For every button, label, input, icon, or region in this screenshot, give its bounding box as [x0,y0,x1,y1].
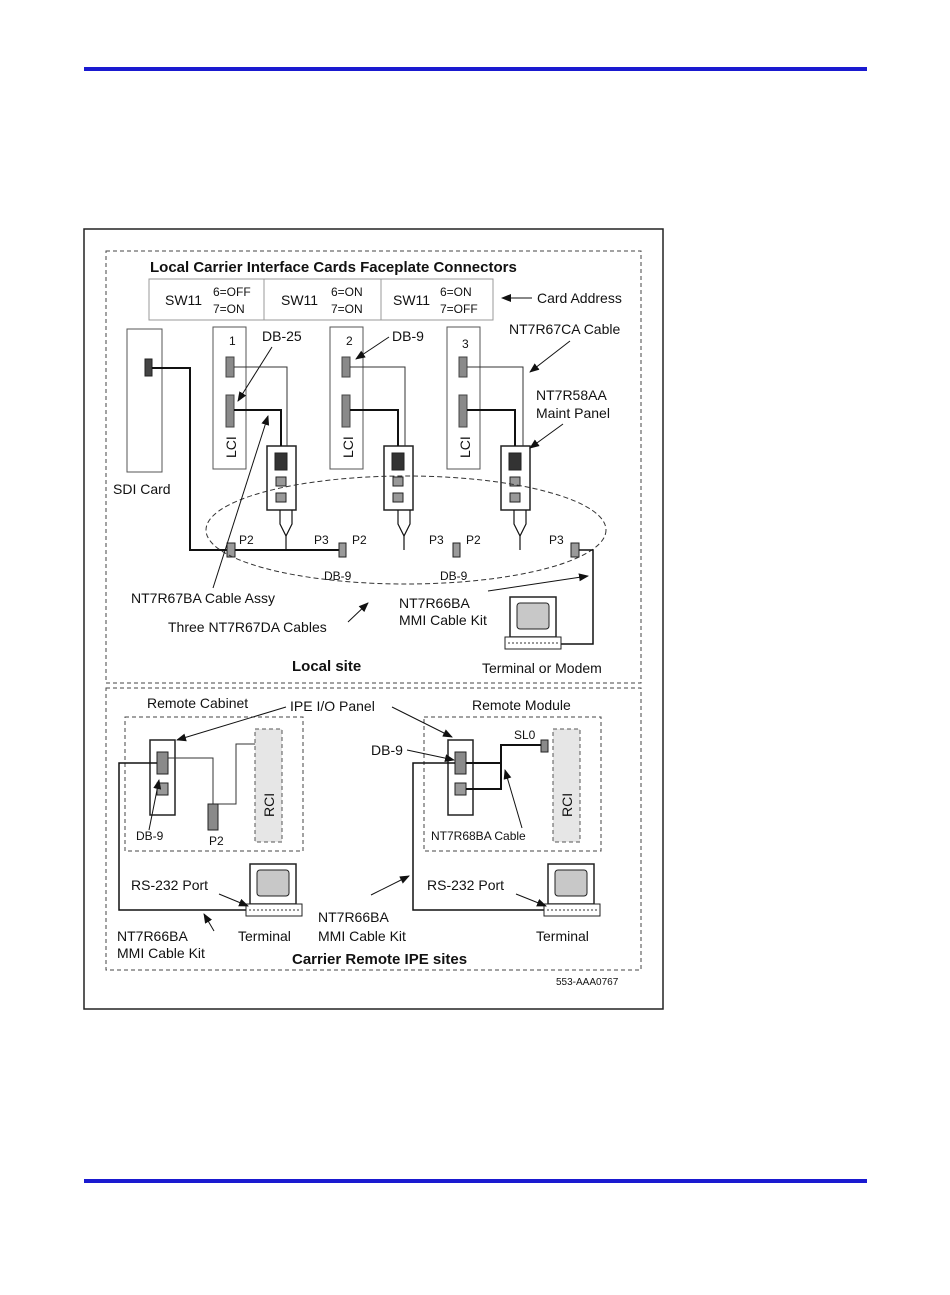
lci-3-db9 [458,356,468,378]
sdi-card [126,328,163,473]
rs232-port-label-cabinet: RS-232 Port [131,877,208,893]
cable-group-ellipse [205,475,607,585]
remote-cabinet-terminal-cable [118,762,248,911]
nt7r67ca-label: NT7R67CA Cable [509,321,620,337]
db9-label-module: DB-9 [371,742,403,758]
remote-module-terminal-icon [543,863,601,917]
remote-module-rci-card [552,728,581,843]
sdi-connector [144,358,153,377]
db9-label-cabinet: DB-9 [136,829,164,843]
switch-1-line2: 7=ON [213,302,245,316]
switch-2-sw: SW11 [281,292,318,308]
p3-label-3: P3 [549,533,564,547]
nt7r66ba-module-label-1: NT7R66BA [318,909,389,925]
top-rule [84,67,867,71]
card-number-2: 2 [346,334,353,348]
bottom-rule [84,1179,867,1183]
nt7r67ba-label: NT7R67BA Cable Assy [131,590,275,606]
remote-sites-region [105,687,642,971]
terminal-label-cabinet: Terminal [238,928,291,944]
lci-label-2: LCI [340,436,356,458]
sl0-label: SL0 [514,728,536,742]
nt7r66ba-cabinet-label-1: NT7R66BA [117,928,188,944]
p2-label-2: P2 [352,533,367,547]
nt7r66ba-module-label-2: MMI Cable Kit [318,928,406,944]
rci-label-module: RCI [559,793,575,817]
three-nt7r67da-label: Three NT7R67DA Cables [168,619,327,635]
switch-2-line1: 6=ON [331,285,363,299]
nt7r58aa-label-2: Maint Panel [536,405,610,421]
terminal-label-module: Terminal [536,928,589,944]
remote-cabinet-p2 [207,803,219,831]
carrier-remote-label: Carrier Remote IPE sites [292,951,467,968]
remote-module-box [423,716,602,852]
card-number-3: 3 [462,337,469,351]
switch-table [148,278,494,321]
lci-label-3: LCI [457,436,473,458]
local-header: Local Carrier Interface Cards Faceplate … [150,259,517,276]
nt7r66ba-local-label-1: NT7R66BA [399,595,470,611]
p2-connector-1 [226,542,236,558]
rci-label-cabinet: RCI [261,793,277,817]
ipe-io-panel-label: IPE I/O Panel [290,698,375,714]
sdi-card-label: SDI Card [113,481,171,497]
figure-id: 553-AAA0767 [556,977,619,988]
remote-cabinet-box [124,716,304,852]
switch-3-line2: 7=OFF [440,302,478,316]
p2-label-remote: P2 [209,834,224,848]
local-site-label: Local site [292,658,361,675]
lci-2-db9 [341,356,351,378]
lci-1-db9 [225,356,235,378]
switch-3-line1: 6=ON [440,285,472,299]
p3-label-1: P3 [314,533,329,547]
card-address-label: Card Address [537,290,622,306]
local-terminal-icon [504,596,562,650]
terminal-or-modem-label: Terminal or Modem [482,660,602,676]
card-number-1: 1 [229,334,236,348]
switch-3-sw: SW11 [393,292,430,308]
p2-connector-2 [452,542,461,558]
remote-module-io-panel [447,739,474,816]
p3-connector-3 [570,542,580,558]
remote-cabinet-terminal-icon [245,863,303,917]
switch-1-sw: SW11 [165,292,202,308]
sdi-cable [152,367,227,551]
db9-label-top: DB-9 [392,328,424,344]
db9-label-chain-1: DB-9 [324,569,352,583]
nt7r58aa-label-1: NT7R58AA [536,387,607,403]
nt7r68ba-label: NT7R68BA Cable [431,829,526,843]
lci-label-1: LCI [223,436,239,458]
rs232-port-label-module: RS-232 Port [427,877,504,893]
p3-connector-1 [338,542,347,558]
nt7r66ba-cabinet-label-2: MMI Cable Kit [117,945,205,961]
p2-label-3: P2 [466,533,481,547]
remote-module-terminal-cable [412,762,546,911]
lci-1-db25 [225,394,235,428]
remote-module-label: Remote Module [472,697,571,713]
local-terminal-cable [560,549,594,645]
switch-2-line2: 7=ON [331,302,363,316]
lci-3-db25 [458,394,468,428]
switch-1-line1: 6=OFF [213,285,251,299]
db25-label: DB-25 [262,328,302,344]
lci-2-db25 [341,394,351,428]
remote-cabinet-label: Remote Cabinet [147,695,248,711]
remote-cabinet-rci-card [254,728,283,843]
p3-label-2: P3 [429,533,444,547]
p2-label-1: P2 [239,533,254,547]
db9-label-chain-2: DB-9 [440,569,468,583]
local-site-region [105,250,642,684]
nt7r66ba-local-label-2: MMI Cable Kit [399,612,487,628]
figure-frame [83,228,664,1010]
sl0-connector [540,739,549,753]
